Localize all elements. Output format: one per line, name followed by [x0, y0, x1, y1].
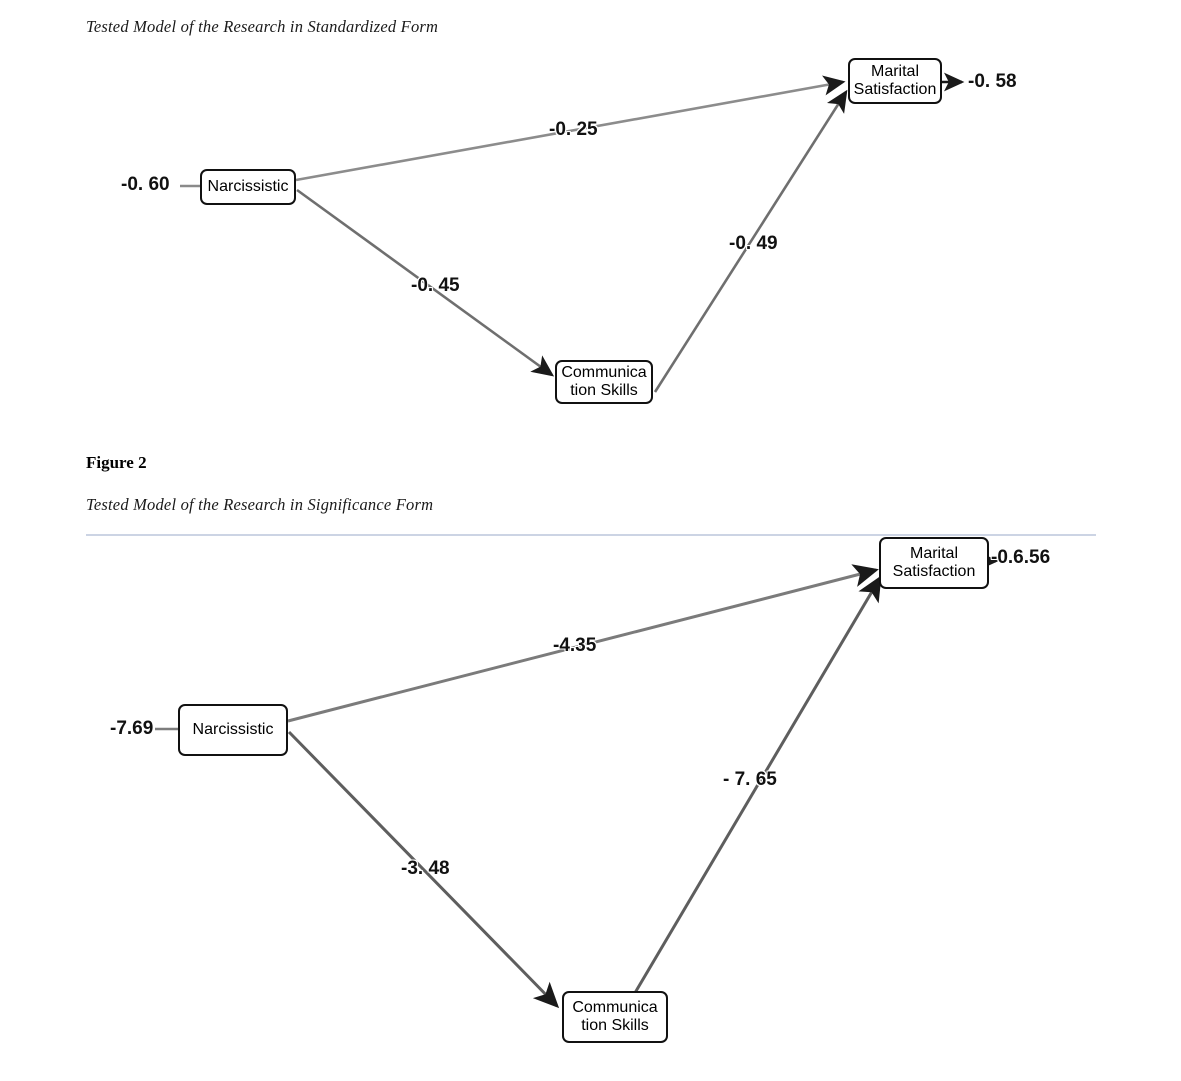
figure-2-node-narcissistic[interactable]: Narcissistic	[178, 704, 288, 756]
figure-2-separator-rule	[86, 534, 1096, 536]
figure-2-coef-narcissistic-to-communication: -3. 48	[401, 858, 450, 879]
figure-1-path-narcissistic-to-marital	[295, 75, 846, 182]
figure-2-node-communication-skills[interactable]: Communica tion Skills	[562, 991, 668, 1043]
figure-2-coef-narcissistic-residual: -7.69	[110, 718, 154, 739]
figure-1-caption: Tested Model of the Research in Standard…	[86, 17, 439, 36]
figure-1-coef-marital-residual: -0. 58	[968, 71, 1017, 92]
figure-2-paths	[155, 550, 999, 1009]
figure-1-path-communication-to-marital	[653, 89, 848, 393]
figure-1-paths	[180, 72, 965, 393]
figure-2-coef-narcissistic-to-marital: -4.35	[553, 635, 597, 656]
figure-1-coef-narcissistic-residual: -0. 60	[121, 174, 170, 195]
figure-1-coef-narcissistic-to-marital: -0. 25	[549, 119, 598, 140]
figure-1-node-marital-satisfaction[interactable]: Marital Satisfaction	[848, 58, 942, 104]
figure-1-node-communication-skills[interactable]: Communica tion Skills	[555, 360, 653, 404]
figure-1-path-narcissistic-to-communication	[296, 188, 555, 377]
figure-2-label: Figure 2	[86, 453, 147, 472]
figure-2-path-narcissistic-to-marital	[287, 564, 879, 723]
figure-1-coef-communication-to-marital: -0. 49	[729, 233, 778, 254]
figure-1-node-narcissistic[interactable]: Narcissistic	[200, 169, 296, 205]
figure-2-path-narcissistic-to-communication	[287, 730, 560, 1009]
figure-2-caption: Tested Model of the Research in Signific…	[86, 495, 434, 514]
figure-2-path-communication-to-marital	[627, 575, 882, 1004]
figure-2-coef-marital-residual: -0.6.56	[991, 547, 1051, 568]
figure-1-coef-narcissistic-to-communication: -0. 45	[411, 275, 460, 296]
figure-2-coef-communication-to-marital: - 7. 65	[723, 769, 777, 790]
figure-1-diagram	[0, 0, 1181, 430]
figure-2-diagram	[0, 430, 1181, 1081]
figure-2-node-marital-satisfaction[interactable]: Marital Satisfaction	[879, 537, 989, 589]
